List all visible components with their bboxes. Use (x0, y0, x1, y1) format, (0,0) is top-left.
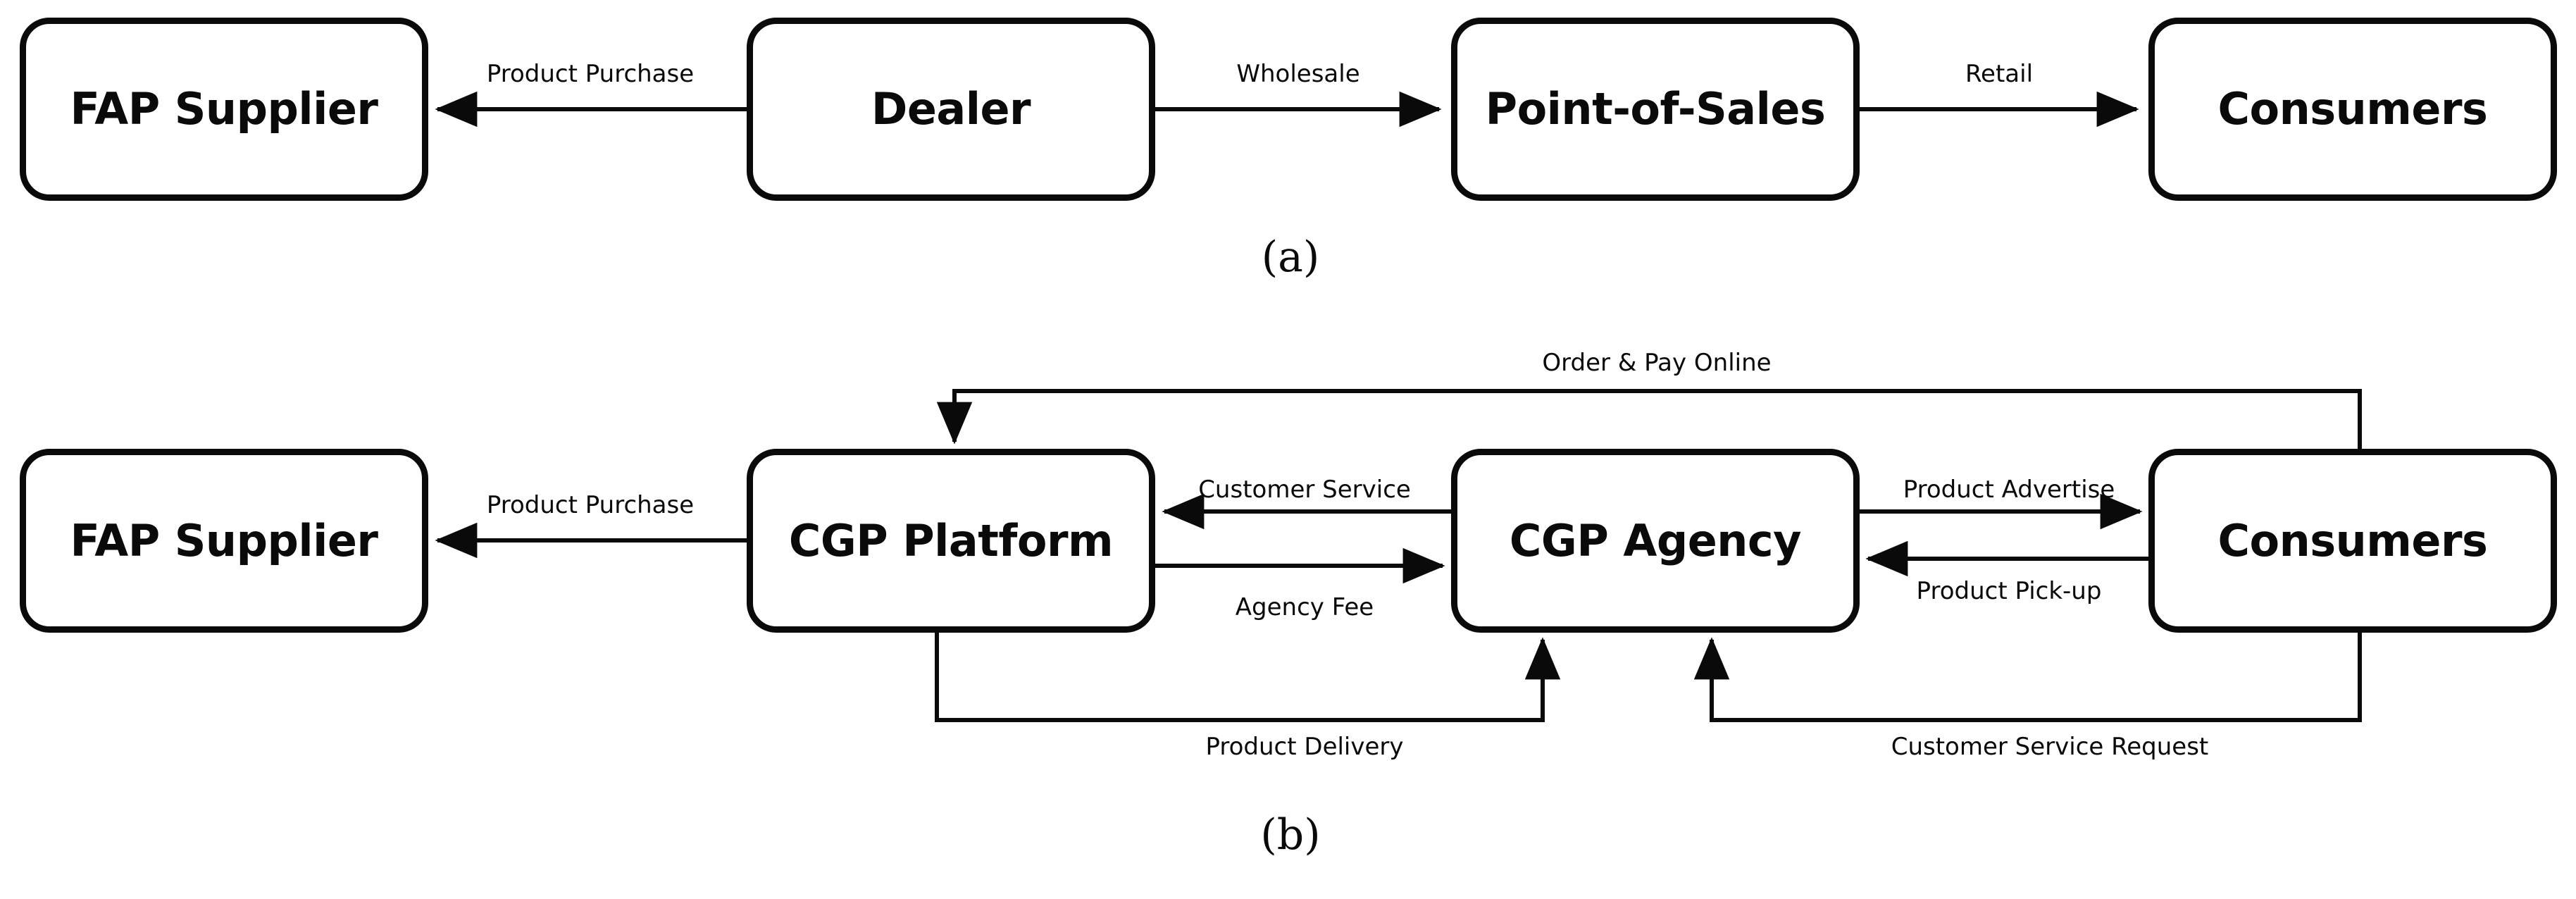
edge-label-product-pick-up: Product Pick-up (1916, 577, 2102, 605)
panel-caption-b: (b) (1260, 810, 1321, 860)
node-label: Consumers (2217, 514, 2488, 566)
edge-label-agency-fee: Agency Fee (1235, 593, 1374, 621)
node-fap-supplier-a[interactable]: FAP Supplier (20, 18, 428, 201)
edge-label-product-advertise: Product Advertise (1903, 476, 2115, 504)
node-label: Dealer (871, 83, 1031, 135)
node-cgp-platform-b[interactable]: CGP Platform (747, 449, 1155, 633)
node-label: Consumers (2217, 83, 2488, 135)
node-consumers-a[interactable]: Consumers (2148, 18, 2557, 201)
node-cgp-agency-b[interactable]: CGP Agency (1451, 449, 1860, 633)
node-label: CGP Platform (788, 514, 1114, 566)
edge-label-wholesale-a: Wholesale (1236, 60, 1360, 88)
node-consumers-b[interactable]: Consumers (2148, 449, 2557, 633)
node-label: FAP Supplier (70, 83, 378, 135)
edge-line-product-delivery (935, 633, 1561, 722)
panel-caption-a: (a) (1261, 232, 1320, 282)
edge-line-customer-service-request (1693, 633, 2362, 722)
edge-label-customer-service-request: Customer Service Request (1891, 733, 2209, 761)
node-fap-supplier-b[interactable]: FAP Supplier (20, 449, 428, 633)
node-label: CGP Agency (1509, 514, 1802, 566)
node-label: Point-of-Sales (1485, 83, 1826, 135)
node-point-of-sales-a[interactable]: Point-of-Sales (1451, 18, 1860, 201)
edge-label-product-purchase-b: Product Purchase (486, 491, 695, 519)
node-dealer-a[interactable]: Dealer (747, 18, 1155, 201)
edge-label-retail-a: Retail (1965, 60, 2034, 88)
edge-label-product-purchase-a: Product Purchase (486, 60, 695, 88)
edge-label-order-pay-online: Order & Pay Online (1542, 349, 1772, 377)
edge-label-customer-service: Customer Service (1198, 476, 1411, 504)
node-label: FAP Supplier (70, 514, 378, 566)
edge-line-order-pay-online (936, 389, 2362, 449)
edge-label-product-delivery: Product Delivery (1205, 733, 1404, 761)
